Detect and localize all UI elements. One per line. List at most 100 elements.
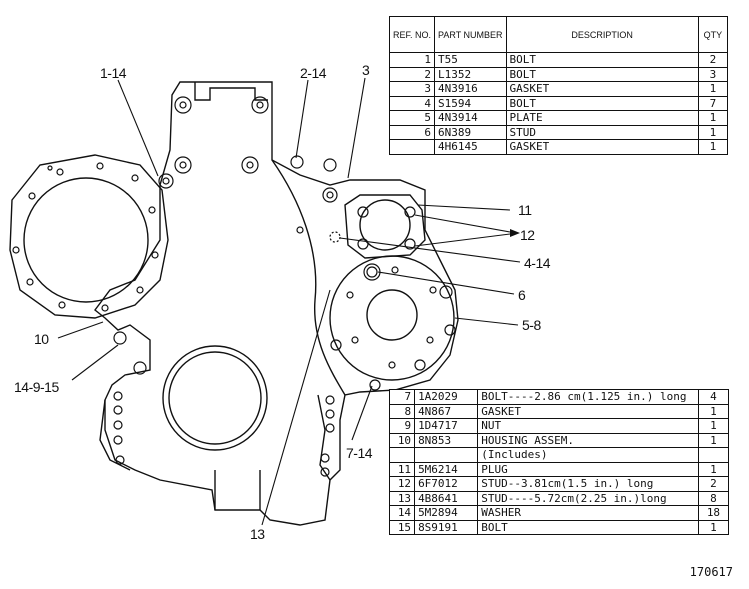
ref-cell: 7	[388, 389, 416, 405]
ref-cell: 14	[388, 505, 416, 521]
description-cell: STUD----5.72cm(2.25 in.)long	[477, 490, 699, 506]
part-number-cell: 1A2029	[414, 389, 479, 405]
upper-plate	[344, 194, 426, 259]
part-number-cell: L1352	[434, 66, 507, 82]
part-number-cell: 8S9191	[414, 519, 479, 535]
ref-cell: 13	[388, 490, 416, 506]
figure-number: 170617	[689, 565, 733, 579]
leader-10	[57, 321, 104, 339]
description-cell: PLUG	[477, 461, 699, 477]
description-cell: GASKET	[505, 81, 699, 97]
qty-cell: 1	[697, 432, 730, 448]
leader-12b	[414, 233, 511, 247]
qty-cell: 4	[697, 389, 730, 405]
callout-12: 12	[520, 227, 535, 243]
ref-cell: 15	[388, 519, 416, 535]
callout-10: 10	[34, 331, 49, 347]
part-number-cell: 5M6214	[414, 461, 479, 477]
leader-3	[347, 77, 366, 179]
ref-cell: 11	[388, 461, 416, 477]
ref-cell	[388, 447, 416, 463]
leader-11	[417, 204, 511, 211]
part-number-cell: 4B8641	[414, 490, 479, 506]
qty-cell: 1	[697, 403, 730, 419]
housing-outline	[94, 81, 459, 526]
qty-cell: 7	[697, 95, 729, 111]
description-cell: HOUSING ASSEM.	[477, 432, 699, 448]
qty-cell: 18	[697, 505, 730, 521]
col-ref-no: REF. NO.	[388, 16, 436, 53]
callout-2-14: 2-14	[300, 65, 327, 81]
part-number-cell: 1D4717	[414, 418, 479, 434]
left-bore	[23, 177, 149, 303]
ref-cell: 3	[388, 81, 436, 97]
part-number-cell: S1594	[434, 95, 507, 111]
qty-cell: 1	[697, 519, 730, 535]
callout-5-8: 5-8	[522, 317, 541, 333]
ref-cell: 6	[388, 124, 436, 140]
left-gear-plate	[9, 154, 169, 319]
ref-cell: 9	[388, 418, 416, 434]
ref-cell: 1	[388, 52, 436, 68]
parts-row: (Includes)	[388, 447, 730, 463]
part-number-cell: 4N867	[414, 403, 479, 419]
description-cell: WASHER	[477, 505, 699, 521]
part-number-cell: 5M2894	[414, 505, 479, 521]
description-cell: (Includes)	[477, 447, 699, 463]
description-cell: BOLT	[505, 52, 699, 68]
ref-cell: 8	[388, 403, 416, 419]
part-number-cell	[414, 447, 479, 463]
part-number-cell: 8N853	[414, 432, 479, 448]
callout-1-14: 1-14	[100, 65, 127, 81]
part-number-cell: 4H6145	[434, 139, 507, 155]
description-cell: BOLT	[477, 519, 699, 535]
qty-cell: 1	[697, 110, 729, 126]
qty-cell: 1	[697, 139, 729, 155]
leader-6	[377, 271, 515, 295]
leader-7-14	[351, 385, 373, 441]
callout-4-14: 4-14	[524, 255, 551, 271]
description-cell: GASKET	[477, 403, 699, 419]
part-number-cell: 4N3914	[434, 110, 507, 126]
leader-12a	[414, 214, 511, 233]
qty-cell: 1	[697, 461, 730, 477]
qty-cell	[697, 447, 730, 463]
leader-4-14	[339, 237, 521, 263]
part-number-cell: 6N389	[434, 124, 507, 140]
description-cell: BOLT	[505, 66, 699, 82]
col-part-number: PART NUMBER	[434, 16, 507, 53]
description-cell: PLATE	[505, 110, 699, 126]
part-number-cell: 4N3916	[434, 81, 507, 97]
qty-cell: 2	[697, 52, 729, 68]
part-number-cell: T55	[434, 52, 507, 68]
leader-2-14	[295, 79, 309, 159]
description-cell: BOLT	[505, 95, 699, 111]
description-cell: BOLT----2.86 cm(1.125 in.) long	[477, 389, 699, 405]
description-cell: STUD	[505, 124, 699, 140]
description-cell: STUD--3.81cm(1.5 in.) long	[477, 476, 699, 492]
ref-cell: 5	[388, 110, 436, 126]
part-number-cell: 6F7012	[414, 476, 479, 492]
pump-bore-inner	[366, 289, 418, 341]
bottom-bore	[168, 351, 262, 445]
top-tower	[194, 82, 268, 101]
callout-6: 6	[518, 287, 526, 303]
qty-cell: 3	[697, 66, 729, 82]
callout-14-9-15: 14-9-15	[14, 379, 59, 395]
callout-11: 11	[518, 202, 532, 218]
qty-cell: 1	[697, 418, 730, 434]
